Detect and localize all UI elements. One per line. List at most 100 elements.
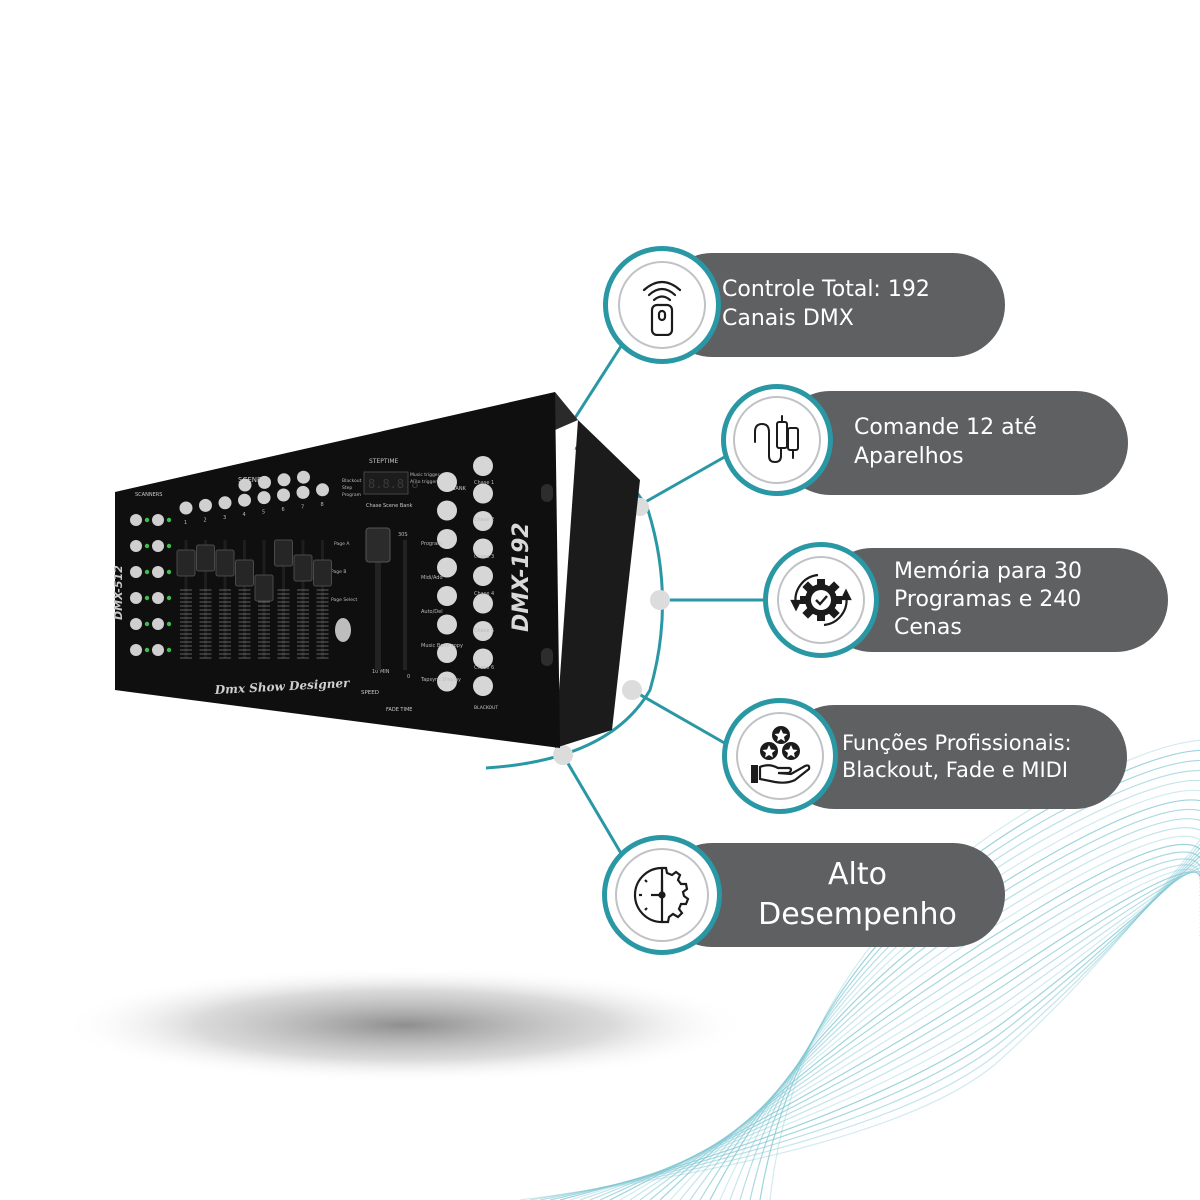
scene-button[interactable] xyxy=(296,485,310,499)
mode-button[interactable] xyxy=(437,500,457,521)
connector-dot xyxy=(622,680,642,700)
chase-button[interactable] xyxy=(473,483,493,504)
fader-track xyxy=(243,540,246,658)
scanner-button[interactable] xyxy=(130,618,142,630)
wave-line xyxy=(549,851,1200,1200)
scene-button[interactable] xyxy=(316,483,329,497)
feature-4-line-1: Funções Profissionais: xyxy=(842,730,1072,755)
scanner-button[interactable] xyxy=(130,514,142,526)
chase-button[interactable] xyxy=(473,511,493,531)
chase-button[interactable] xyxy=(473,538,493,559)
fader-track xyxy=(223,540,227,658)
wave-line xyxy=(569,859,1200,1200)
bank-label: BANK xyxy=(452,486,467,492)
scanner-button[interactable] xyxy=(130,566,142,578)
fade-fader-track xyxy=(403,540,407,670)
connector-2 xyxy=(639,453,729,507)
chase-label: Chase 3 xyxy=(474,554,494,560)
mode-button[interactable] xyxy=(437,671,457,692)
fader-knob[interactable] xyxy=(176,549,196,577)
scanner-led xyxy=(166,647,172,653)
feature-pill-2: Comande 12 até Aparelhos xyxy=(778,391,1128,495)
fader-knob[interactable] xyxy=(254,574,274,602)
scanner-led xyxy=(166,543,172,549)
page-select-knob[interactable] xyxy=(335,618,351,642)
mode-button[interactable] xyxy=(437,529,457,549)
scanner-button[interactable] xyxy=(130,592,142,604)
status-label: Step xyxy=(342,485,352,491)
connector-4 xyxy=(631,688,729,747)
scanner-button[interactable] xyxy=(152,592,164,604)
scanner-button[interactable] xyxy=(152,566,164,578)
chase-button[interactable] xyxy=(473,676,493,696)
mode-button[interactable] xyxy=(437,614,457,635)
scene-button[interactable] xyxy=(238,478,252,492)
feature-pill-1: Controle Total: 192 Canais DMX xyxy=(660,253,1005,357)
speed-fader-knob[interactable] xyxy=(365,527,391,563)
mode-button[interactable] xyxy=(437,557,457,578)
scanner-button[interactable] xyxy=(152,644,164,656)
scene-number: 7 xyxy=(301,504,304,510)
chase-button[interactable] xyxy=(473,648,493,669)
wave-line xyxy=(559,855,1200,1200)
scanner-button[interactable] xyxy=(130,540,142,552)
wave-line xyxy=(739,770,1200,1200)
scanner-button[interactable] xyxy=(130,644,142,656)
feature-3-line-1: Memória para 30 xyxy=(894,558,1082,584)
speed-label: SPEED xyxy=(361,690,379,696)
scene-button[interactable] xyxy=(257,491,271,505)
scene-button[interactable] xyxy=(297,470,310,484)
mode-button[interactable] xyxy=(437,472,457,492)
fader-knob[interactable] xyxy=(215,549,235,577)
mode-label: Midi/Add xyxy=(421,575,443,581)
feature-badge-1 xyxy=(603,246,721,364)
scene-button[interactable] xyxy=(199,498,212,512)
scene-button[interactable] xyxy=(179,501,193,515)
scene-button[interactable] xyxy=(277,488,290,502)
chase-button[interactable] xyxy=(473,593,493,614)
fader-knob[interactable] xyxy=(196,544,215,572)
scanner-led xyxy=(144,595,150,601)
chase-button[interactable] xyxy=(473,621,493,641)
feature-badge-4 xyxy=(722,698,838,814)
feature-badge-3 xyxy=(763,542,879,658)
feature-5-line-1: Alto xyxy=(828,856,887,892)
wave-line xyxy=(589,867,1200,1200)
scene-number: 8 xyxy=(321,502,324,508)
controller-top-edge xyxy=(555,392,578,430)
scanner-button[interactable] xyxy=(152,514,164,526)
fader-knob[interactable] xyxy=(235,559,254,587)
chase-button[interactable] xyxy=(473,456,493,476)
scene-button[interactable] xyxy=(238,493,251,507)
fader-knob[interactable] xyxy=(293,554,313,582)
connector-1 xyxy=(573,339,627,419)
scene-button[interactable] xyxy=(218,496,232,510)
mode-button[interactable] xyxy=(437,586,457,606)
scene-number: 1 xyxy=(184,520,187,526)
page-label: Page A xyxy=(334,541,350,547)
scanner-button[interactable] xyxy=(152,618,164,630)
scene-number: 4 xyxy=(243,512,246,518)
mode-button[interactable] xyxy=(437,643,457,663)
scene-button[interactable] xyxy=(258,475,271,489)
fader-knob[interactable] xyxy=(274,539,293,567)
wave-line xyxy=(619,868,1200,1200)
scanners-label: SCANNERS xyxy=(135,492,162,498)
blackout-label: BLACKOUT xyxy=(474,705,498,711)
fader-knob[interactable] xyxy=(313,559,332,587)
chase-scene-bank-label: Chase Scene Bank xyxy=(366,503,412,509)
chase-button[interactable] xyxy=(473,566,493,586)
scene-button[interactable] xyxy=(277,473,291,487)
wave-lines xyxy=(519,739,1200,1200)
scanner-led xyxy=(144,543,150,549)
connector-dot xyxy=(650,590,670,610)
scanner-led xyxy=(144,517,150,523)
chase-label: Chase 4 xyxy=(474,591,494,597)
scanner-button[interactable] xyxy=(152,540,164,552)
